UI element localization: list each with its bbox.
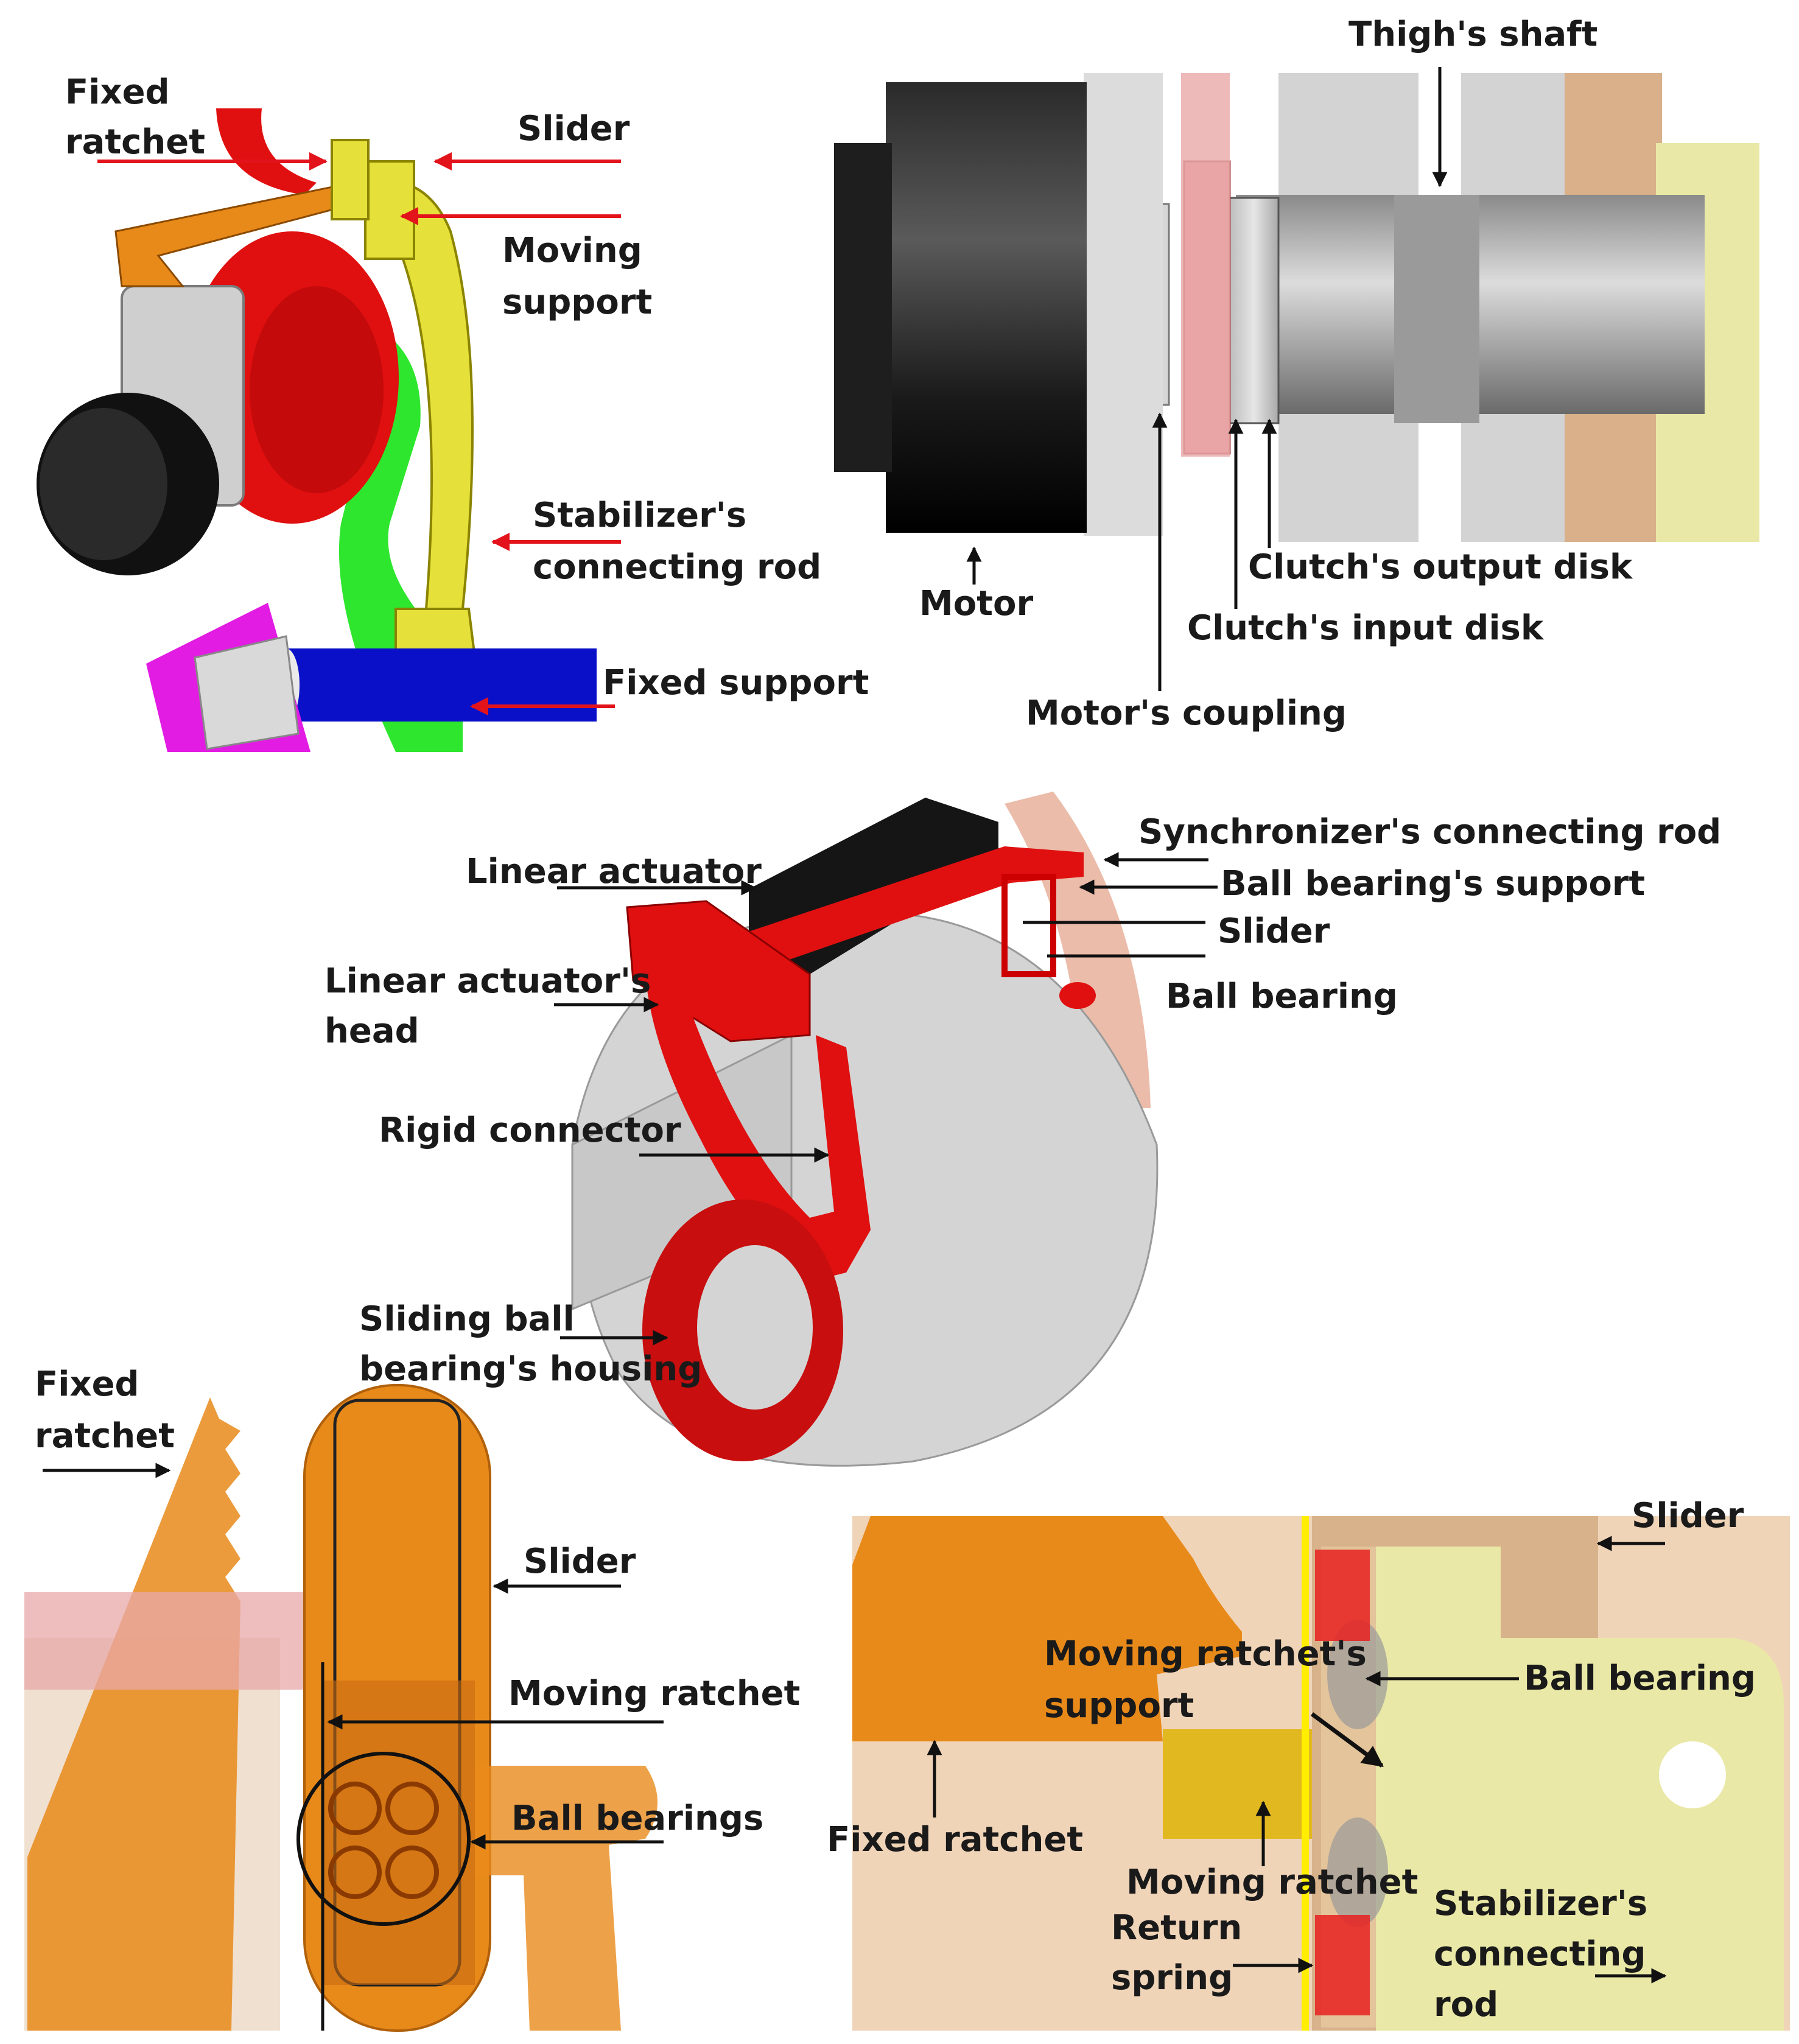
red-sync-rod: [694, 846, 1084, 986]
tan-lower-link: [475, 1766, 658, 2031]
label-slider-bl: Slider: [524, 1542, 636, 1581]
label-ball-bearing-br: Ball bearing: [1524, 1659, 1756, 1698]
label-moving-ratchet-br: Moving ratchet: [1126, 1863, 1418, 1902]
label-motor: Motor: [919, 584, 1033, 623]
ball-bearing-2: [385, 1782, 439, 1835]
moving-support-block: [331, 139, 370, 220]
label-fixed-ratchet-br: Fixed ratchet: [827, 1820, 1083, 1860]
gray-backplate: [1084, 73, 1163, 536]
gray-clamp: [194, 635, 300, 750]
label-clutch-input: Clutch's input disk: [1187, 608, 1545, 648]
label-ball-bearings-bl: Ball bearings: [511, 1799, 763, 1838]
red-rigid-connector: [645, 974, 871, 1279]
pink-linkage: [24, 1592, 323, 1690]
label-ball-bearing-middle: Ball bearing: [1166, 977, 1398, 1016]
red-clutch-ring: [250, 286, 384, 493]
slider-block: [364, 160, 415, 260]
label-ball-bearing-support: Ball bearing's support: [1221, 864, 1645, 904]
motor-face: [834, 143, 892, 472]
return-spring-bottom: [1315, 1915, 1370, 2015]
ball-bearing-4: [385, 1846, 439, 1899]
label-motor-coupling: Motor's coupling: [1026, 694, 1347, 733]
stabilizer-rod-block: [1376, 1547, 1784, 2031]
black-motor-face: [40, 408, 167, 560]
red-housing-hole: [697, 1245, 813, 1410]
clutch-output-disk: [1229, 197, 1280, 424]
ratchet-illustration: [24, 1384, 658, 2032]
moving-ratchet-block: [1163, 1729, 1321, 1839]
stabilizer-rod-hole: [1659, 1741, 1726, 1808]
label-clutch-output: Clutch's output disk: [1248, 547, 1633, 587]
drive-illustration: [834, 73, 1759, 542]
spring-illustration: [852, 1516, 1790, 2031]
label-slider-br: Slider: [1632, 1496, 1744, 1536]
red-actuator-head: [626, 900, 811, 1042]
label-slider-middle: Slider: [1218, 911, 1330, 951]
ball-bearing-br-1: [1327, 1620, 1388, 1729]
assembly-illustration: [37, 108, 597, 752]
return-spring-top: [1315, 1550, 1370, 1641]
pink-plate: [1181, 73, 1230, 457]
fixed-ratchet-teeth: [27, 1397, 240, 2031]
blue-shaft: [280, 648, 597, 722]
label-rigid-connector: Rigid connector: [379, 1111, 681, 1150]
fixed-ratchet-block: [852, 1516, 1242, 1741]
motor-body: [886, 82, 1087, 533]
bearing-support-posts: [1001, 874, 1056, 977]
ball-bearing-3: [328, 1846, 382, 1899]
thigh-shaft-collar: [1394, 195, 1479, 423]
panel-top-right: Thigh's shaft Motor Clutch's output disk…: [834, 15, 1759, 733]
arrow-moving-ratchet-support: [1310, 1712, 1384, 1768]
label-sync-rod: Synchronizer's connecting rod: [1138, 812, 1721, 852]
yellow-strip: [1302, 1516, 1309, 2031]
ball-bearings-highlight: [296, 1752, 471, 1926]
label-thigh-shaft: Thigh's shaft: [1348, 15, 1597, 54]
label-moving-ratchet-bl: Moving ratchet: [508, 1674, 800, 1713]
label-linear-actuator: Linear actuator: [466, 852, 762, 891]
actuator-illustration: [571, 792, 1159, 1467]
label-fixed-support: Fixed support: [603, 663, 869, 703]
ball-bearing-br-2: [1327, 1817, 1388, 1927]
label-slider: Slider: [517, 109, 630, 149]
ball-bearing-part: [1059, 982, 1096, 1009]
ball-bearing-1: [328, 1782, 382, 1835]
fixed-ratchet-part: [216, 108, 317, 195]
